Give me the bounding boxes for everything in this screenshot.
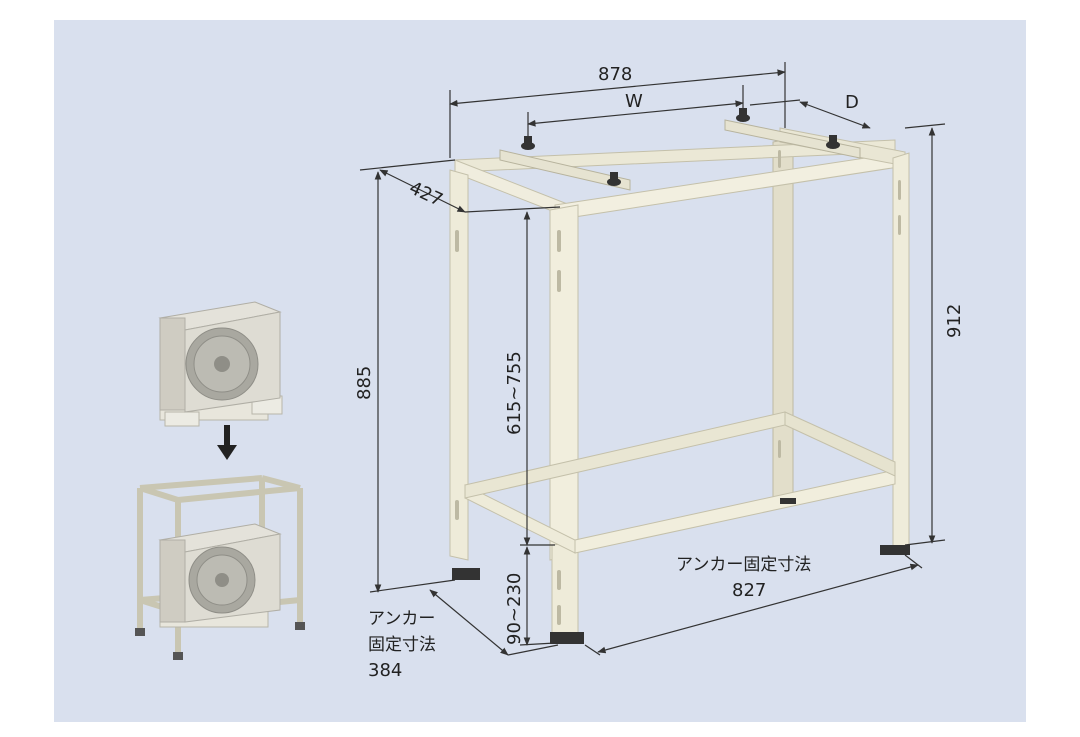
dim-depth-top: 427 bbox=[406, 177, 446, 211]
dim-height-total: 885 bbox=[354, 366, 375, 400]
anchor-side-value: 384 bbox=[368, 660, 402, 681]
ac-unit-on-stand bbox=[135, 475, 305, 660]
dimension-lines bbox=[359, 62, 946, 656]
anchor-side-label-2: 固定寸法 bbox=[368, 635, 436, 655]
anchor-side-label-1: アンカー bbox=[368, 609, 435, 629]
dim-leg-adjust: 90~230 bbox=[504, 573, 525, 645]
anchor-front-value: 827 bbox=[732, 580, 766, 601]
dim-d: D bbox=[845, 92, 859, 113]
dim-shelf-height: 615~755 bbox=[504, 351, 525, 435]
anchor-front-label: アンカー固定寸法 bbox=[676, 555, 811, 575]
dim-height-right: 912 bbox=[944, 304, 965, 338]
stand-frame bbox=[449, 108, 910, 644]
arrow-down-icon bbox=[217, 425, 237, 460]
ac-unit-before bbox=[158, 301, 283, 427]
dim-w: W bbox=[625, 91, 643, 112]
dim-width-top: 878 bbox=[598, 64, 632, 85]
